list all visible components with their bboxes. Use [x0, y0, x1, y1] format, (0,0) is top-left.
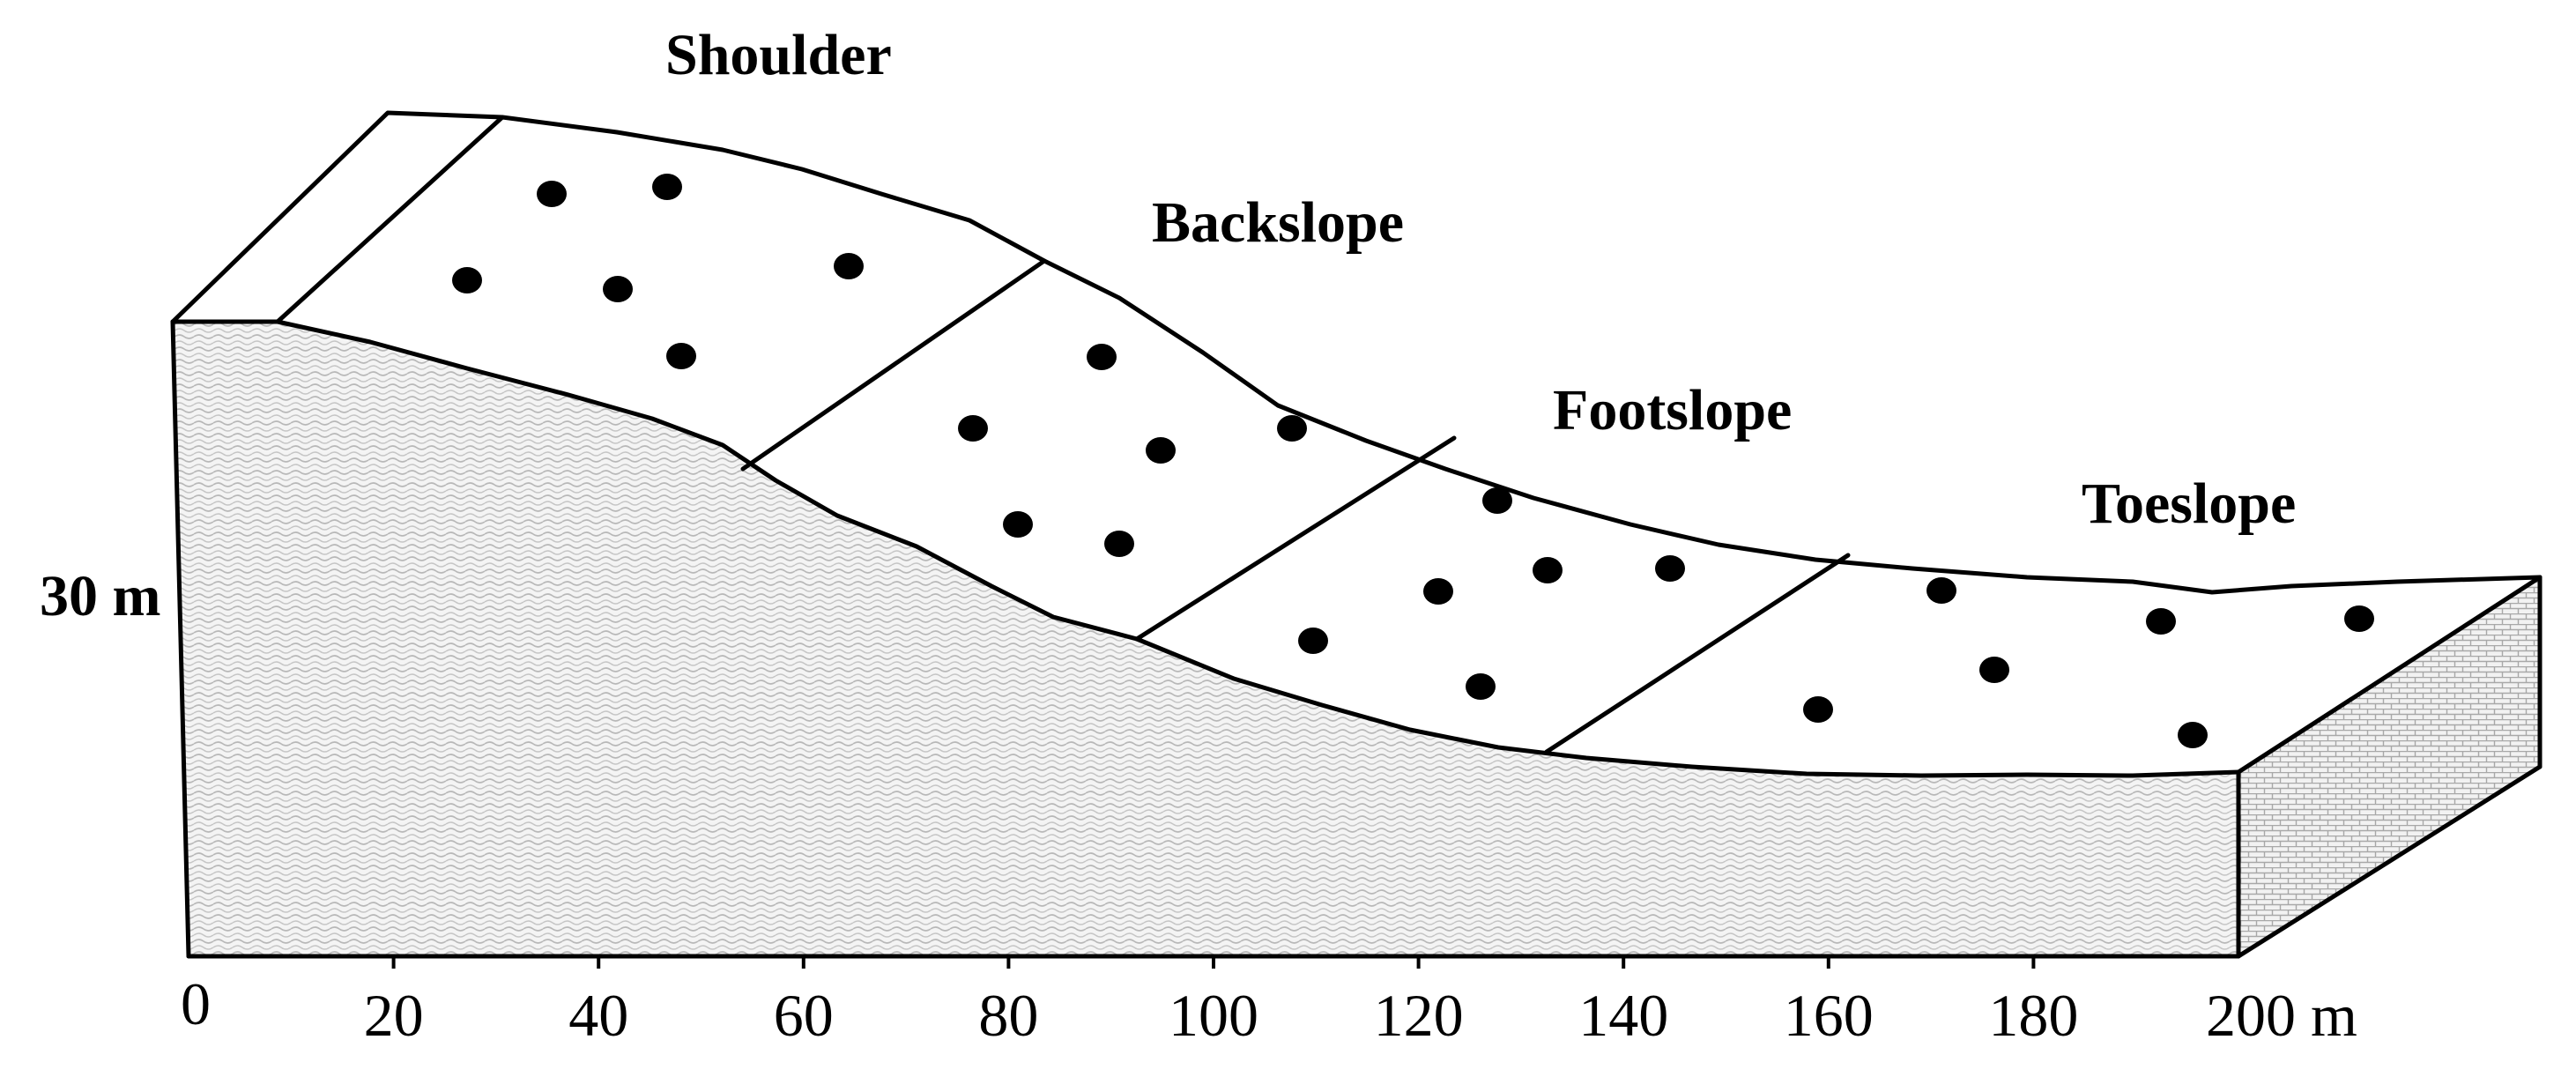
zone-boundary-shoulder-backslope — [740, 258, 1047, 472]
x-axis-tick-label: 180 — [1988, 982, 2078, 1049]
zone-boundary-top-edge — [275, 115, 505, 324]
sample-point — [1104, 531, 1134, 557]
block-left-edge — [170, 319, 191, 959]
sample-point — [1926, 577, 1956, 604]
x-axis-tick-label: 0 — [181, 970, 211, 1037]
sample-point — [666, 343, 696, 369]
sample-point — [1803, 696, 1833, 723]
sample-point — [2146, 608, 2176, 635]
sample-point — [1533, 557, 1563, 583]
x-axis-tick-label: 140 — [1578, 982, 1668, 1049]
sample-point — [2344, 605, 2374, 632]
sample-point — [1087, 344, 1117, 370]
sample-point — [1655, 555, 1685, 582]
x-axis-tick-label: 200 m — [2206, 982, 2357, 1049]
zone-label-backslope: Backslope — [1152, 190, 1404, 255]
zone-boundary-footslope-toeslope — [1544, 553, 1851, 754]
x-axis-tick-label: 160 — [1784, 982, 1874, 1049]
sample-points-shoulder — [452, 174, 864, 369]
sample-point — [1146, 437, 1176, 464]
sample-point — [603, 276, 633, 302]
sample-point — [958, 415, 988, 442]
sample-point — [652, 174, 682, 200]
sample-point — [1482, 487, 1512, 514]
x-axis: 0 20 40 60 80 100 120 140 160 180 200 m — [181, 956, 2357, 1049]
slope-top-surface — [170, 110, 2543, 595]
sample-point — [1298, 628, 1328, 654]
sample-point — [1979, 657, 2009, 683]
zone-label-footslope: Footslope — [1553, 378, 1792, 442]
zone-label-toeslope: Toeslope — [2082, 472, 2296, 536]
sample-points-footslope — [1298, 487, 1685, 700]
slope-side-face — [2238, 577, 2540, 956]
sample-points-toeslope — [1803, 577, 2374, 748]
x-axis-tick-label: 40 — [568, 982, 628, 1049]
sample-point — [834, 253, 864, 279]
x-axis-tick-label: 80 — [978, 982, 1038, 1049]
sample-point — [1423, 578, 1453, 605]
block-right-top-edge — [2236, 575, 2543, 775]
sample-point — [452, 267, 482, 293]
zone-label-shoulder: Shoulder — [665, 23, 892, 87]
sample-point — [1003, 511, 1033, 538]
sample-point — [537, 181, 567, 207]
zone-boundary-backslope-footslope — [1134, 435, 1457, 642]
x-axis-tick-label: 100 — [1169, 982, 1258, 1049]
sample-points-backslope — [958, 344, 1307, 557]
sample-point — [1277, 415, 1307, 442]
slope-front-face — [173, 322, 2238, 956]
sample-point — [1466, 673, 1496, 700]
height-label: 30 m — [40, 564, 160, 628]
x-axis-tick-label: 20 — [364, 982, 424, 1049]
x-axis-tick-label: 60 — [774, 982, 834, 1049]
block-right-bottom-edge — [2236, 764, 2543, 959]
x-axis-tick-label: 120 — [1374, 982, 1464, 1049]
sample-point — [2178, 722, 2208, 748]
slope-front-edge — [170, 319, 2241, 778]
